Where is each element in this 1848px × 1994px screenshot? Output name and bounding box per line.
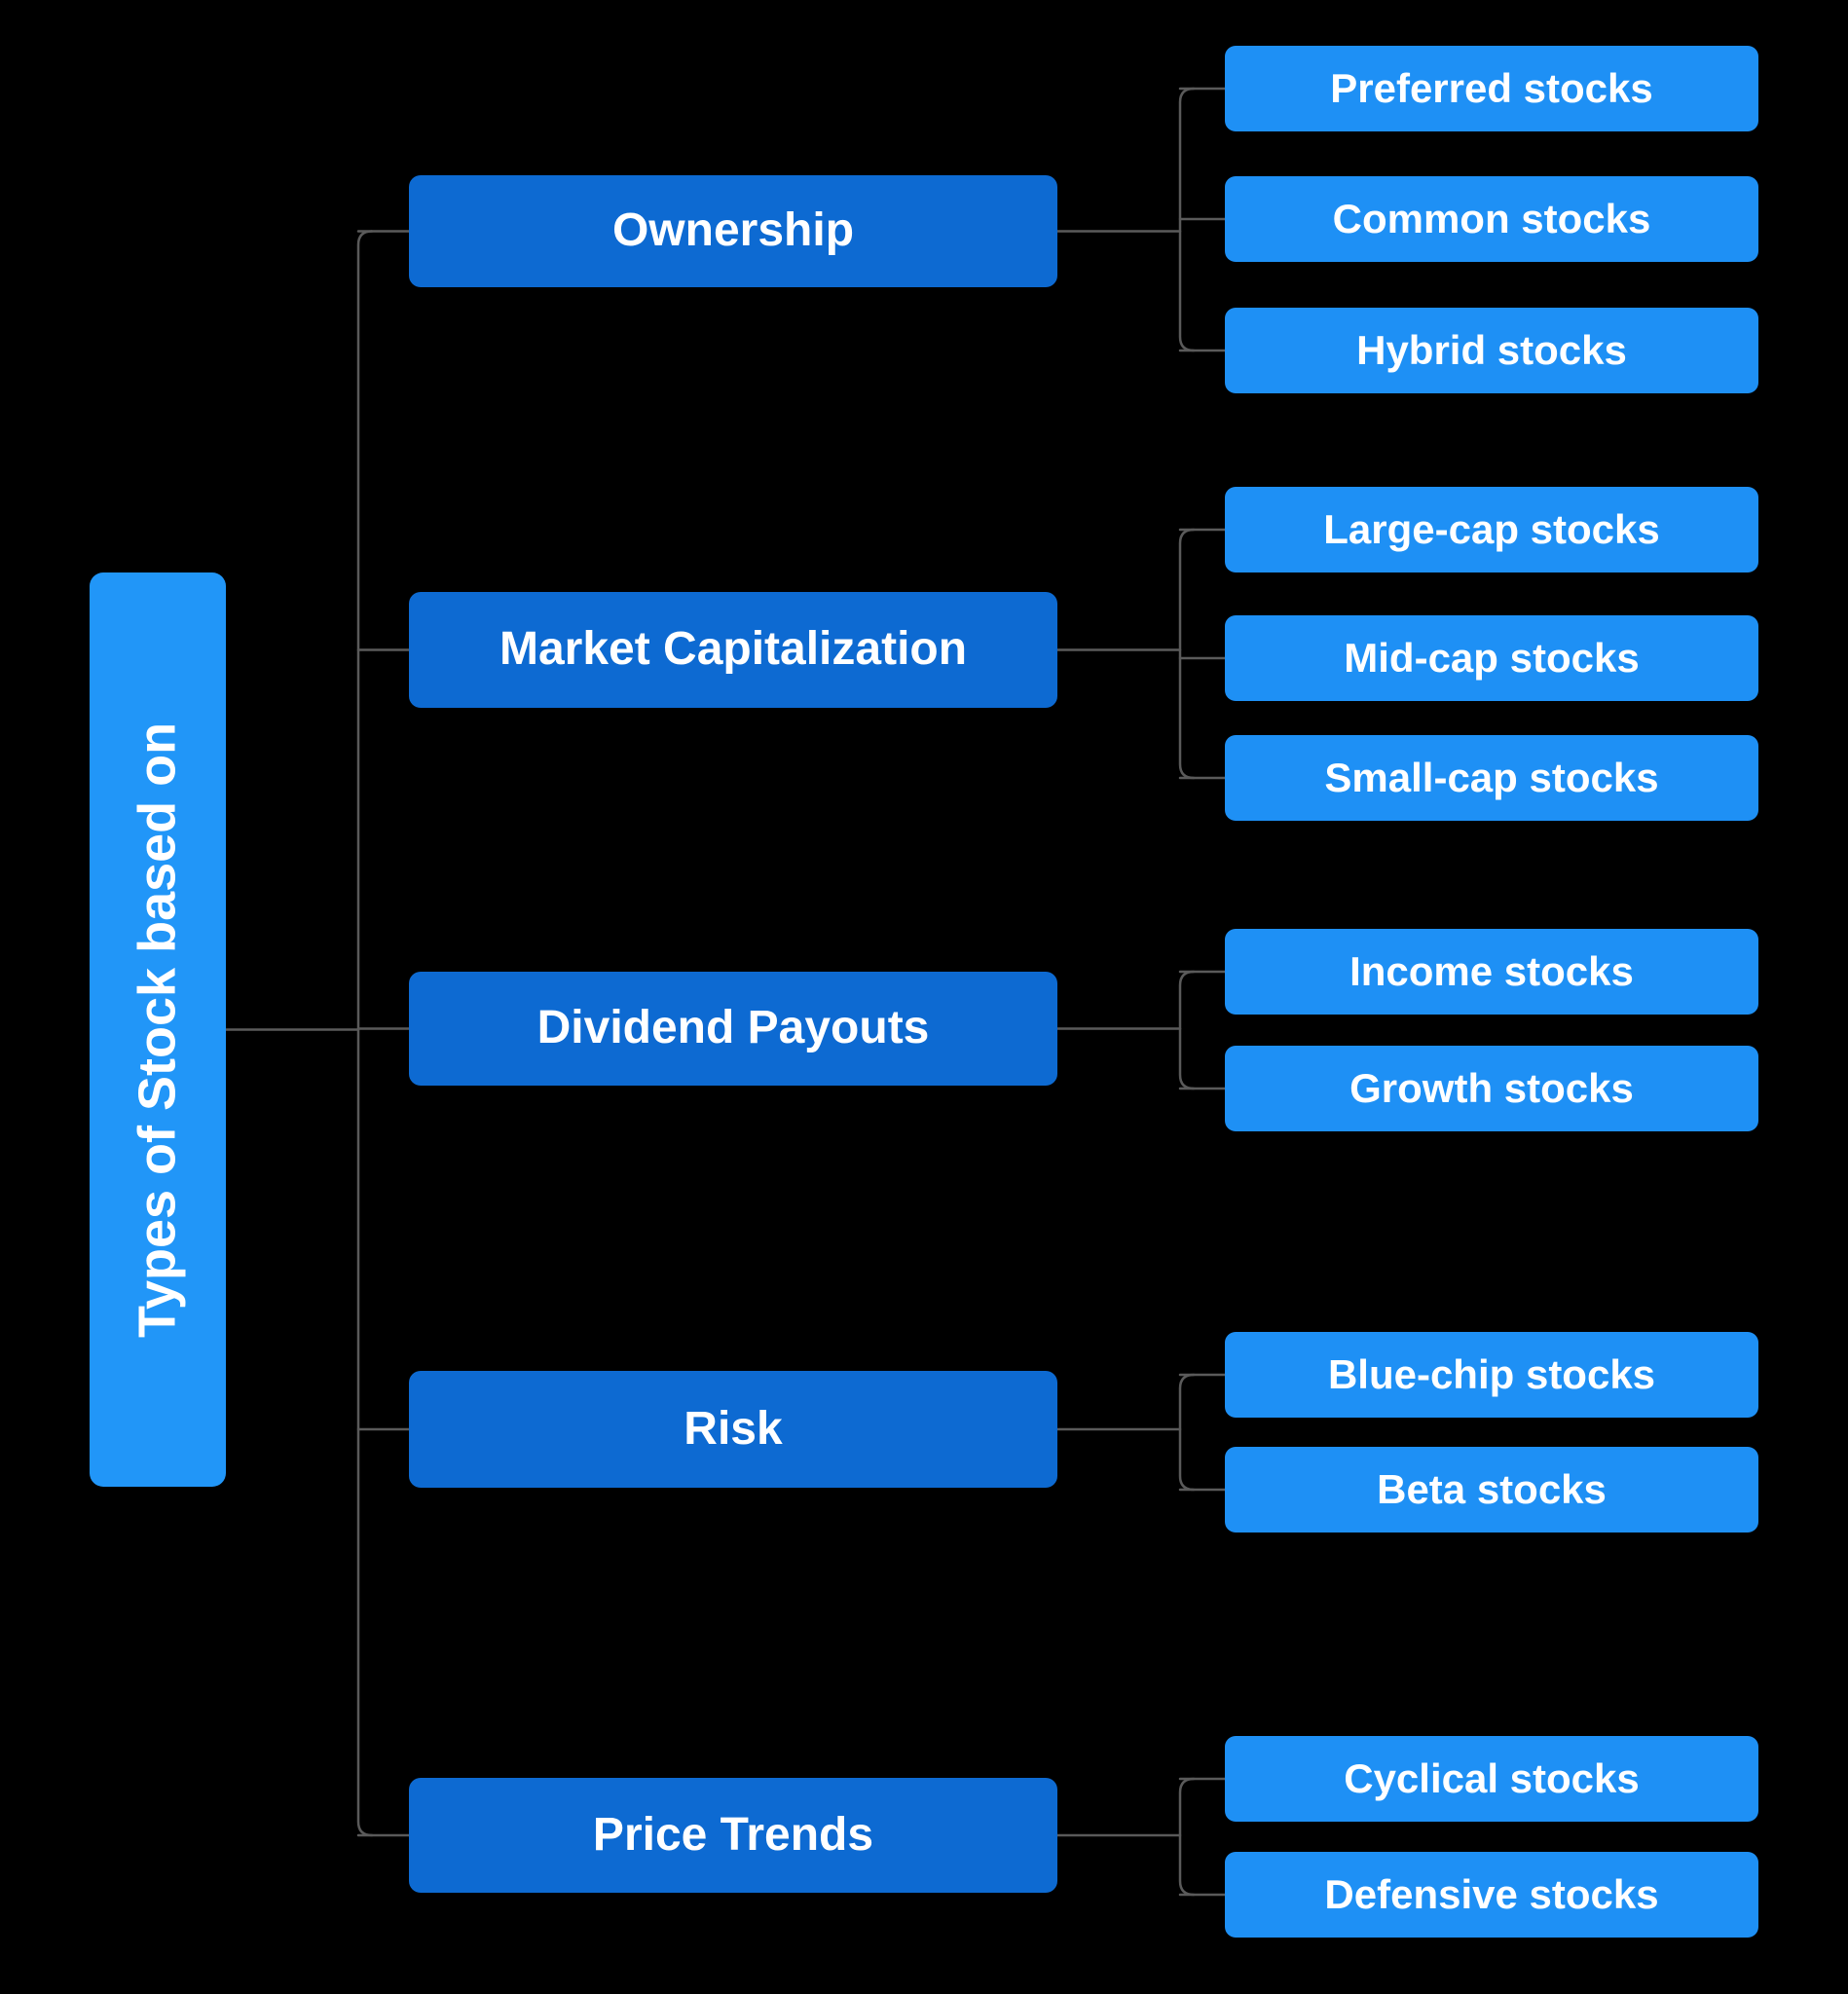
branch-node-label: Risk: [684, 1402, 783, 1455]
leaf-node-label: Small-cap stocks: [1324, 754, 1659, 800]
leaf-node[interactable]: Growth stocks: [1225, 1046, 1758, 1131]
root-node-label: Types of Stock based on: [128, 721, 187, 1338]
leaf-node[interactable]: Preferred stocks: [1225, 46, 1758, 131]
branch-node-label: Ownership: [611, 204, 855, 257]
leaf-node[interactable]: Income stocks: [1225, 929, 1758, 1015]
connector-line: [1178, 970, 1196, 1090]
leaf-node[interactable]: Hybrid stocks: [1225, 308, 1758, 393]
leaf-node-label: Income stocks: [1349, 947, 1634, 994]
leaf-node-label: Cyclical stocks: [1344, 1754, 1640, 1801]
branch-node-label: Dividend Payouts: [536, 1002, 930, 1054]
leaf-node-label: Beta stocks: [1377, 1465, 1607, 1512]
leaf-node[interactable]: Small-cap stocks: [1225, 735, 1758, 821]
leaf-node[interactable]: Common stocks: [1225, 176, 1758, 262]
leaf-node-label: Hybrid stocks: [1356, 326, 1627, 373]
branch-node-label: Market Capitalization: [499, 623, 968, 676]
leaf-node-label: Defensive stocks: [1324, 1870, 1659, 1917]
connector-line: [1178, 528, 1196, 780]
branch-node[interactable]: Price Trends: [409, 1778, 1057, 1893]
leaf-node[interactable]: Large-cap stocks: [1225, 487, 1758, 572]
branch-node[interactable]: Ownership: [409, 175, 1057, 287]
connector-line: [356, 230, 374, 1837]
leaf-node[interactable]: Beta stocks: [1225, 1447, 1758, 1532]
leaf-node-label: Growth stocks: [1349, 1064, 1634, 1111]
leaf-node-label: Large-cap stocks: [1323, 505, 1660, 552]
leaf-node[interactable]: Cyclical stocks: [1225, 1736, 1758, 1822]
leaf-node-label: Mid-cap stocks: [1344, 634, 1640, 681]
branch-node-label: Price Trends: [592, 1808, 874, 1861]
branch-node[interactable]: Risk: [409, 1371, 1057, 1488]
leaf-node-label: Preferred stocks: [1330, 64, 1653, 111]
connector-line: [1178, 87, 1196, 352]
connector-line: [1178, 1373, 1196, 1492]
leaf-node[interactable]: Defensive stocks: [1225, 1852, 1758, 1938]
branch-node[interactable]: Market Capitalization: [409, 592, 1057, 708]
leaf-node-label: Common stocks: [1332, 195, 1651, 241]
connector-line: [1178, 1777, 1196, 1897]
leaf-node-label: Blue-chip stocks: [1327, 1350, 1656, 1397]
leaf-node[interactable]: Blue-chip stocks: [1225, 1332, 1758, 1418]
root-node[interactable]: Types of Stock based on: [90, 572, 226, 1487]
leaf-node[interactable]: Mid-cap stocks: [1225, 615, 1758, 701]
branch-node[interactable]: Dividend Payouts: [409, 972, 1057, 1086]
